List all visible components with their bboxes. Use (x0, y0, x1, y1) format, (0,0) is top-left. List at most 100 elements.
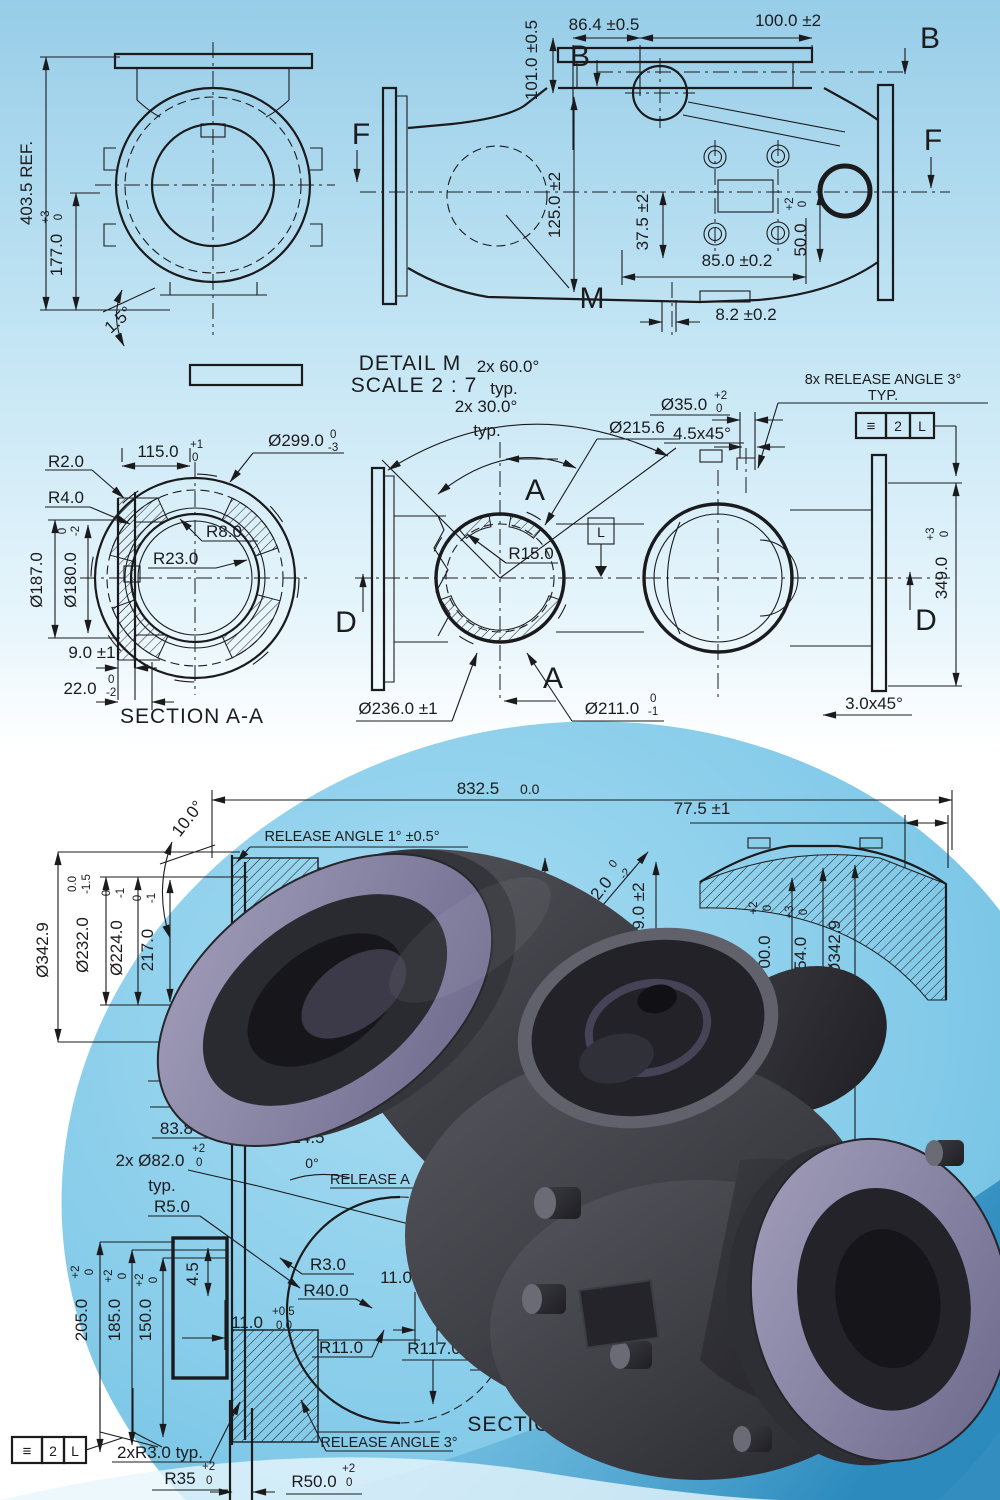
dim-403-5-ref: 403.5 REF. (17, 141, 36, 225)
dim-r50-lo: 0 (346, 1477, 352, 1489)
dim-115-lo: 0 (192, 452, 198, 464)
dim-232: Ø232.0 (73, 917, 92, 973)
dim-35-lo: 0 (716, 403, 722, 415)
dim-50-up: +2 (784, 197, 796, 210)
model-top-opening (517, 927, 779, 1129)
dim-177: 177.0 (47, 234, 66, 277)
dim-150-up: +2 (134, 1273, 146, 1286)
dim-4-5: 4.5 (183, 1262, 202, 1286)
dim-r35-up: +2 (202, 1461, 215, 1473)
dim-254-lo: 0 (798, 909, 810, 915)
dim-r4: R4.0 (48, 488, 84, 507)
dim-2x82: 2x Ø82.0 (116, 1151, 185, 1170)
3d-model (156, 849, 1000, 1480)
label-b-left: B (570, 40, 590, 73)
dim-77-5: 77.5 ±1 (674, 799, 731, 818)
dim-2x30-typ: typ. (473, 421, 500, 440)
dim-150-lo: 0 (148, 1277, 160, 1283)
dim-2x82-up: +2 (192, 1143, 205, 1155)
dim-11-left-lo: 0.0 (276, 1320, 292, 1332)
label-d-left: D (335, 606, 357, 639)
flag-number: 2 (49, 1443, 57, 1459)
dim-349: 349.0 (932, 557, 951, 600)
model-highlight (389, 877, 551, 1003)
dim-85: 85.0 ±0.2 (702, 251, 773, 270)
dim-r8: R8.0 (206, 522, 242, 541)
dim-4-5x45: 4.5x45° (673, 424, 731, 443)
dim-299: Ø299.0 (268, 431, 324, 450)
dim-342-9-right: Ø342.9 (825, 920, 844, 976)
dim-r50: R50.0 (291, 1472, 336, 1491)
dim-100: 100.0 ±2 (755, 11, 821, 30)
bb-flange-slice (171, 1236, 229, 1380)
section-aa-title: SECTION A-A (120, 705, 264, 728)
side-bold-circle (817, 163, 873, 219)
view-side-top: 86.4 ±0.5 100.0 ±2 101.0 ±0.5 125.0 ±2 3… (352, 11, 950, 338)
dim-217: 217.0 (138, 929, 157, 972)
bottom-light-wave (0, 1457, 780, 1500)
mid-dims: ≡ 2 L L 2x 60.0° typ. 2x 30.0° typ. Ø215… (335, 357, 988, 722)
dim-2xr3-typ: 2xR3.0 typ. (117, 1443, 203, 1462)
aa-dims: R2.0 R4.0 115.0 +1 0 Ø299.0 0 -3 R8.0 R2… (27, 429, 344, 728)
dim-299-up: 0 (330, 429, 336, 441)
dim-3x45: 3.0x45° (845, 694, 903, 713)
dim-832-5-tol: 0.0 (520, 781, 540, 797)
dim-832-5: 832.5 (457, 779, 500, 798)
dim-236: Ø236.0 ±1 (358, 699, 437, 718)
dim-115-up: +1 (190, 439, 203, 451)
dim-232-up: 0.0 (67, 876, 79, 892)
note-release-3deg: RELEASE ANGLE 3° (320, 1435, 457, 1451)
flag-datum: L (918, 418, 926, 434)
dim-35: Ø35.0 (661, 395, 707, 414)
dim-349-up: +3 (925, 527, 937, 540)
label-f-right: F (924, 124, 942, 157)
dim-185-lo: 0 (117, 1273, 129, 1279)
dim-r11: R11.0 (319, 1338, 363, 1357)
dim-2x60-typ: typ. (490, 379, 517, 398)
dim-342-9-left: Ø342.9 (33, 922, 52, 978)
mid-hatch-slivers (439, 514, 561, 643)
note-release-1deg: RELEASE ANGLE 1° ±0.5° (264, 829, 439, 845)
dim-r23: R23.0 (153, 549, 198, 568)
dim-11-left-up: +0.5 (272, 1306, 295, 1318)
dim-9: 9.0 ±1 (68, 643, 115, 662)
flag-datum: L (71, 1443, 79, 1459)
label-a-bottom: A (543, 662, 563, 695)
dim-150: 150.0 (136, 1299, 155, 1342)
dim-2x82-typ: typ. (148, 1176, 175, 1195)
dim-254-up: +3 (784, 905, 796, 918)
detail-m-view: DETAIL M SCALE 2 : 7 (188, 352, 476, 397)
dim-r117: R117.0 (407, 1339, 461, 1358)
dim-200-lo: 0 (762, 905, 774, 911)
model-boss-plate (578, 1279, 660, 1349)
dim-180: Ø180.0 (61, 552, 80, 608)
dim-22-up: 0 (108, 674, 114, 686)
dim-180-up: 0 (57, 528, 69, 534)
dim-200: 00.0 (755, 935, 774, 968)
dim-50-lo: 0 (797, 201, 809, 207)
dim-224: Ø224.0 (107, 920, 126, 976)
side-dims: 86.4 ±0.5 100.0 ±2 101.0 ±0.5 125.0 ±2 3… (352, 11, 942, 332)
dim-22-lo: -2 (106, 687, 116, 699)
dim-11-top: 11.0 (380, 1268, 412, 1287)
dim-349-lo: 0 (939, 531, 951, 537)
mid-view: ≡ 2 L L 2x 60.0° typ. 2x 30.0° typ. Ø215… (335, 357, 988, 722)
dim-22: 22.0 (63, 679, 96, 698)
section-aa-view: R2.0 R4.0 115.0 +1 0 Ø299.0 0 -3 R8.0 R2… (27, 429, 344, 728)
model-flange-lower-right (727, 1137, 1000, 1466)
dim-35-up: +2 (714, 390, 727, 402)
model-flange-upper-left (156, 849, 516, 1148)
dim-0deg: 0° (305, 1155, 318, 1171)
label-f-left: F (352, 118, 370, 151)
dim-205: 205.0 (72, 1299, 91, 1342)
dim-232-lo: -1.5 (81, 874, 93, 894)
note-8x-release: 8x RELEASE ANGLE 3° (805, 372, 962, 388)
detail-m-sliver (188, 363, 304, 387)
dim-205-up: +2 (70, 1265, 82, 1278)
model-studs (522, 1140, 964, 1452)
dim-50: 50.0 (791, 223, 810, 256)
dim-9-2: 9.0 ±2 (629, 882, 648, 929)
dim-185-up: +2 (103, 1269, 115, 1282)
dim-115: 115.0 (137, 442, 178, 461)
note-8x-release-typ: TYP. (868, 388, 898, 404)
